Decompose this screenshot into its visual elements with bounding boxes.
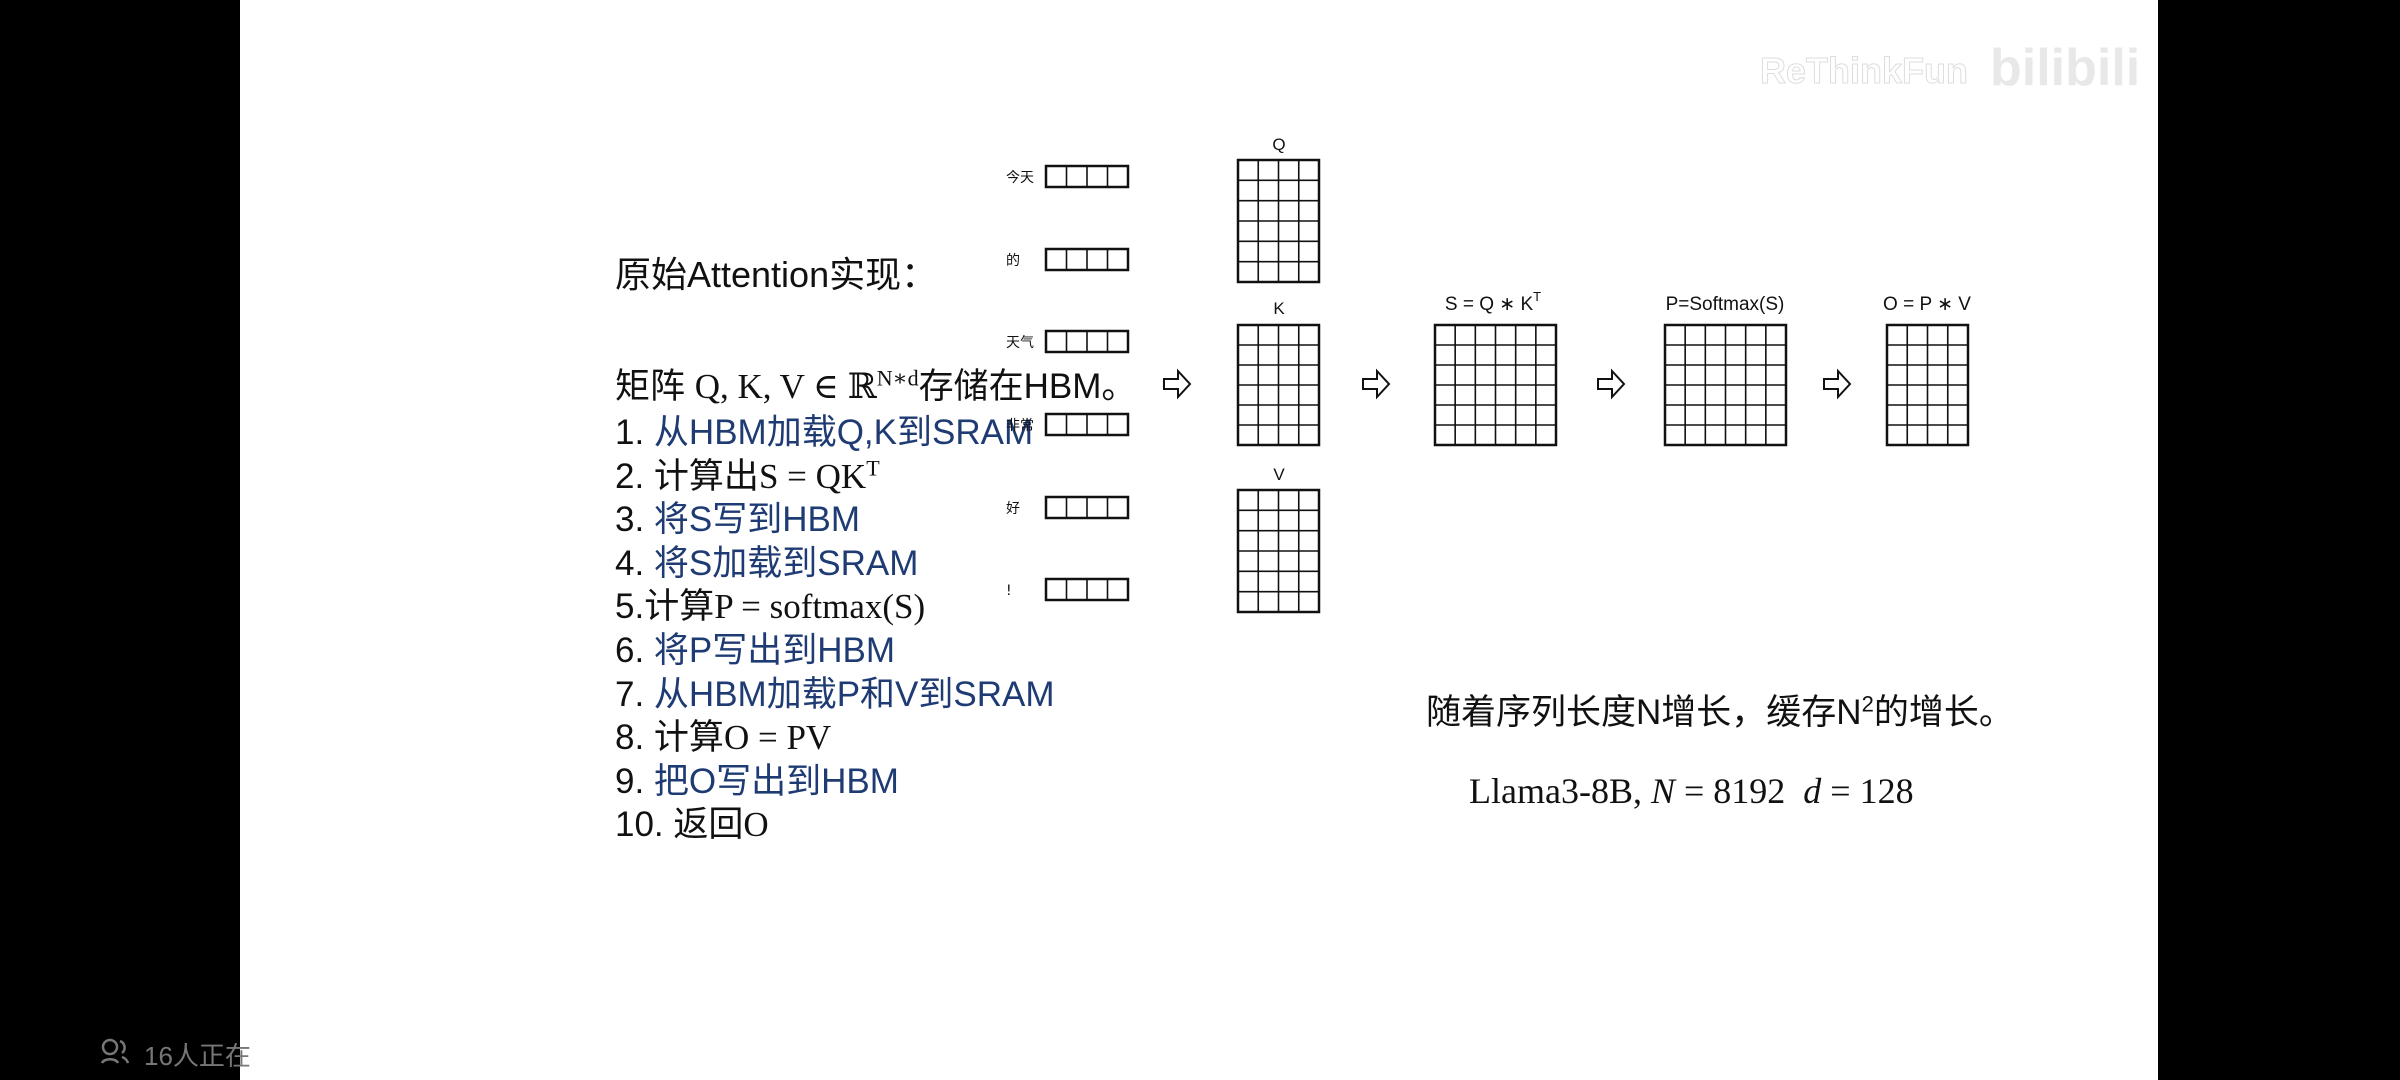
- slide: 原始Attention实现： 矩阵 Q, K, V ∈ ℝN∗d存储在HBM。 …: [240, 0, 2158, 1080]
- memory-note: 随着序列长度N增长，缓存N2的增长。: [1426, 684, 2014, 735]
- llama-d-val: = 128: [1821, 771, 1914, 811]
- token-embedding: [1044, 412, 1130, 437]
- s-matrix: [1433, 323, 1558, 447]
- intro-math: Q, K, V ∈ ℝ: [694, 367, 877, 406]
- step-number: 7.: [615, 674, 654, 714]
- step-sup: T: [866, 454, 880, 480]
- step-number: 8.: [615, 718, 654, 758]
- step-item: 7. 从HBM加载P和V到SRAM: [615, 666, 1055, 717]
- step-text: 把O写出到HBM: [653, 761, 899, 801]
- step-text: 从HBM加载P和V到SRAM: [653, 674, 1055, 714]
- step-text: 将S加载到SRAM: [653, 543, 919, 583]
- o-label: O = P ∗ V: [1883, 294, 1971, 315]
- viewer-count-text: 16人正在: [144, 1041, 251, 1071]
- llama-n-var: N: [1650, 771, 1675, 811]
- step-text: 计算出: [653, 456, 759, 496]
- s-label-text: S = Q ∗ K: [1445, 294, 1534, 315]
- token-embedding: [1044, 495, 1130, 520]
- people-icon: [98, 1037, 132, 1072]
- watermark-bilibili-logo: bilibili: [1990, 39, 2141, 97]
- step-number: 10.: [615, 805, 674, 845]
- step-item: 1. 从HBM加载Q,K到SRAM: [615, 404, 1033, 455]
- token-label: 今天: [1006, 170, 1034, 186]
- token-label: 非常: [1006, 418, 1034, 434]
- q-label: Q: [1272, 135, 1285, 154]
- s-label-sup: T: [1533, 289, 1541, 304]
- q-matrix: [1236, 158, 1321, 284]
- llama-d-var: d: [1803, 771, 1822, 811]
- llama-params: Llama3-8B, N = 8192 d = 128: [1469, 770, 1914, 812]
- q-label-text: Q: [1272, 135, 1285, 154]
- right-arrow-icon: [1823, 368, 1852, 400]
- intro-pre: 矩阵: [615, 367, 695, 406]
- step-number: 2.: [615, 456, 654, 496]
- step-text: 将S写到HBM: [653, 500, 861, 540]
- p-label: P=Softmax(S): [1666, 294, 1785, 315]
- token-label: 天气: [1006, 335, 1034, 351]
- right-arrow-icon: [1163, 368, 1192, 400]
- token-embedding: [1044, 164, 1130, 189]
- o-label-text: O = P ∗ V: [1883, 294, 1971, 315]
- right-arrow-icon: [1597, 368, 1626, 400]
- step-text: 计算: [644, 587, 715, 627]
- note-pre: 随着序列长度N增长，缓存N: [1426, 693, 1862, 732]
- p-matrix: [1663, 323, 1788, 447]
- token-embedding: [1044, 329, 1130, 354]
- llama-model: Llama3-8B,: [1469, 771, 1651, 811]
- step-item: 5.计算P = softmax(S): [615, 578, 925, 629]
- step-math: S = QK: [758, 456, 867, 496]
- step-item: 4. 将S加载到SRAM: [615, 535, 918, 586]
- step-number: 5.: [615, 587, 645, 627]
- llama-n-val: = 8192: [1674, 771, 1804, 811]
- step-text: 从HBM加载Q,K到SRAM: [653, 413, 1034, 452]
- step-number: 1.: [615, 413, 654, 452]
- step-number: 4.: [615, 543, 654, 583]
- token-label: !: [1006, 583, 1012, 599]
- intro-sup: N∗d: [876, 365, 919, 391]
- slide-title: 原始Attention实现：: [615, 254, 938, 295]
- v-matrix: [1236, 488, 1321, 614]
- step-text: 计算: [653, 718, 724, 758]
- token-embedding: [1044, 577, 1130, 602]
- p-label-text: P=Softmax(S): [1666, 294, 1785, 315]
- matrix-intro: 矩阵 Q, K, V ∈ ℝN∗d存储在HBM。: [615, 358, 1136, 409]
- v-label: V: [1273, 465, 1285, 484]
- k-matrix: [1236, 323, 1321, 447]
- step-item: 8. 计算O = PV: [615, 709, 831, 760]
- token-label: 的: [1006, 253, 1020, 269]
- step-number: 3.: [615, 500, 654, 540]
- step-item: 6. 将P写出到HBM: [615, 622, 895, 673]
- v-label-text: V: [1273, 465, 1285, 484]
- note-sup: 2: [1861, 691, 1874, 717]
- step-math: O = PV: [723, 718, 832, 758]
- token-embedding: [1044, 247, 1130, 272]
- intro-post: 存储在HBM。: [918, 367, 1137, 406]
- step-number: 6.: [615, 631, 654, 670]
- viewer-count: 16人正在: [98, 1036, 251, 1073]
- step-math: O: [743, 805, 769, 845]
- step-math: P = softmax(S): [714, 587, 926, 627]
- step-text: 返回: [673, 805, 744, 845]
- step-text: 将P写出到HBM: [653, 631, 896, 670]
- o-matrix: [1885, 323, 1970, 447]
- step-item: 2. 计算出S = QKT: [615, 448, 880, 499]
- watermark-channel: ReThinkFun: [1760, 50, 1969, 92]
- step-item: 10. 返回O: [615, 796, 769, 847]
- k-label: K: [1273, 299, 1285, 318]
- s-label: S = Q ∗ KT: [1445, 289, 1541, 315]
- note-post: 的增长。: [1873, 693, 2014, 732]
- step-item: 9. 把O写出到HBM: [615, 753, 899, 804]
- step-item: 3. 将S写到HBM: [615, 491, 860, 542]
- step-number: 9.: [615, 761, 654, 801]
- k-label-text: K: [1273, 299, 1285, 318]
- right-arrow-icon: [1362, 368, 1391, 400]
- token-label: 好: [1006, 501, 1020, 517]
